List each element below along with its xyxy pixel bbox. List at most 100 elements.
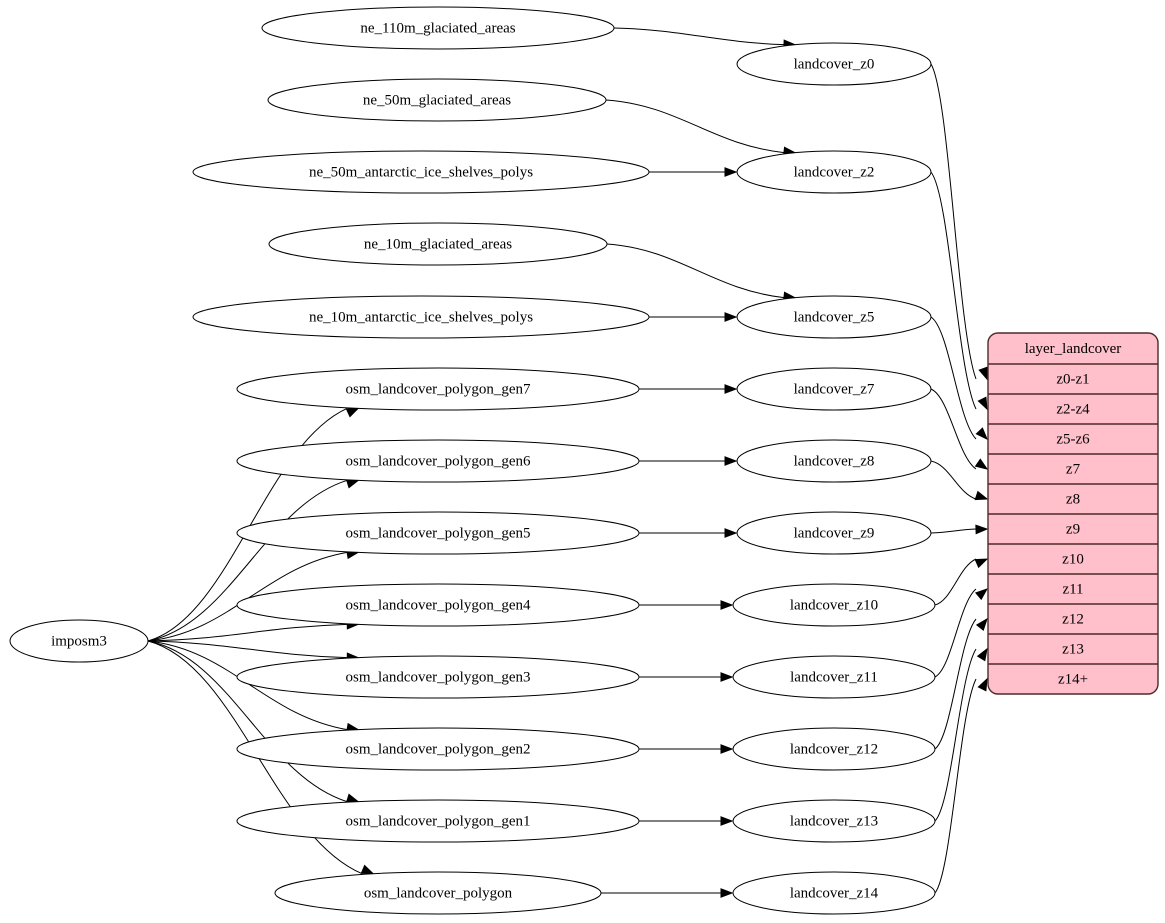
node-landcover_z13[interactable]: landcover_z13 <box>732 799 936 843</box>
edge-arrowhead <box>978 366 988 381</box>
node-landcover_z14[interactable]: landcover_z14 <box>732 871 936 915</box>
table-row-z11[interactable]: z11 <box>1062 581 1083 597</box>
node-label: landcover_z14 <box>790 885 879 901</box>
edge-arrowhead <box>345 407 360 418</box>
table-row-z10[interactable]: z10 <box>1062 551 1084 567</box>
edge-arrowhead <box>975 617 988 632</box>
node-landcover_z12[interactable]: landcover_z12 <box>732 727 936 771</box>
node-label: landcover_z0 <box>794 56 875 72</box>
node-shape <box>732 655 936 699</box>
node-shape <box>236 439 640 483</box>
node-landcover_z2[interactable]: landcover_z2 <box>736 150 932 194</box>
edge-imposm3-to-osm_landcover_polygon_gen6 <box>147 479 348 642</box>
node-label: landcover_z2 <box>794 164 875 180</box>
table-row-z5-z6[interactable]: z5-z6 <box>1056 431 1090 447</box>
node-shape <box>732 727 936 771</box>
table-row-z0-z1[interactable]: z0-z1 <box>1056 371 1089 387</box>
node-label: osm_landcover_polygon <box>364 885 513 901</box>
node-shape <box>732 871 936 915</box>
node-osm_landcover_polygon_gen7[interactable]: osm_landcover_polygon_gen7 <box>236 367 640 411</box>
node-shape <box>274 871 602 915</box>
table-row-z8[interactable]: z8 <box>1066 491 1080 507</box>
node-label: osm_landcover_polygon_gen2 <box>346 741 531 757</box>
nodes-layer: imposm3 ne_110m_glaciated_areas ne_50m_gla… <box>9 6 936 915</box>
node-ne_50m_antarctic_ice_shelves_polys[interactable]: ne_50m_antarctic_ice_shelves_polys <box>192 150 650 194</box>
node-imposm3[interactable]: imposm3 <box>9 619 149 663</box>
node-label: osm_landcover_polygon_gen5 <box>346 525 531 541</box>
table-header-label: layer_landcover <box>1025 341 1122 357</box>
node-osm_landcover_polygon[interactable]: osm_landcover_polygon <box>274 871 602 915</box>
edge-arrowhead <box>720 744 734 754</box>
node-shape <box>236 583 640 627</box>
node-label: landcover_z5 <box>794 309 875 325</box>
node-landcover_z0[interactable]: landcover_z0 <box>736 42 932 86</box>
table-row-z2-z4[interactable]: z2-z4 <box>1056 401 1090 417</box>
edge-landcover_z5-to-z5-z6 <box>930 316 977 440</box>
node-osm_landcover_polygon_gen3[interactable]: osm_landcover_polygon_gen3 <box>236 655 640 699</box>
node-label: landcover_z8 <box>794 453 875 469</box>
table-row-z12[interactable]: z12 <box>1062 611 1084 627</box>
edge-landcover_z0-to-z0-z1 <box>930 63 977 380</box>
node-label: landcover_z11 <box>790 669 878 685</box>
node-label: ne_50m_glaciated_areas <box>363 92 511 108</box>
node-shape <box>736 42 932 86</box>
table-row-z14+[interactable]: z14+ <box>1058 671 1088 687</box>
table-row-z9[interactable]: z9 <box>1066 521 1080 537</box>
node-ne_10m_glaciated_areas[interactable]: ne_10m_glaciated_areas <box>268 222 608 266</box>
node-landcover_z7[interactable]: landcover_z7 <box>736 367 932 411</box>
edge-ne_50m_glaciated_areas-to-landcover_z2 <box>605 99 785 154</box>
node-landcover_z10[interactable]: landcover_z10 <box>732 583 936 627</box>
edges-layer <box>147 27 989 898</box>
edge-arrowhead <box>974 490 989 501</box>
node-shape <box>236 655 640 699</box>
edge-arrowhead <box>720 672 734 682</box>
node-ne_110m_glaciated_areas[interactable]: ne_110m_glaciated_areas <box>261 6 615 50</box>
node-label: osm_landcover_polygon_gen3 <box>346 669 531 685</box>
edge-landcover_z12-to-z12 <box>934 618 977 750</box>
edge-imposm3-to-osm_landcover_polygon_gen3 <box>147 640 348 659</box>
edge-arrowhead <box>975 427 988 441</box>
node-label: osm_landcover_polygon_gen6 <box>346 453 531 469</box>
edge-arrowhead <box>724 456 738 466</box>
node-landcover_z11[interactable]: landcover_z11 <box>732 655 936 699</box>
node-shape <box>736 150 932 194</box>
edge-ne_110m_glaciated_areas-to-landcover_z0 <box>613 27 785 46</box>
edge-landcover_z8-to-z8 <box>930 460 977 500</box>
edge-arrowhead <box>724 167 738 177</box>
node-landcover_z5[interactable]: landcover_z5 <box>736 295 932 339</box>
node-shape <box>268 222 608 266</box>
node-landcover_z9[interactable]: landcover_z9 <box>736 511 932 555</box>
node-shape <box>732 583 936 627</box>
node-osm_landcover_polygon_gen2[interactable]: osm_landcover_polygon_gen2 <box>236 727 640 771</box>
node-osm_landcover_polygon_gen4[interactable]: osm_landcover_polygon_gen4 <box>236 583 640 627</box>
edge-landcover_z13-to-z13 <box>934 648 977 822</box>
edge-ne_10m_glaciated_areas-to-landcover_z5 <box>606 243 785 299</box>
node-ne_50m_glaciated_areas[interactable]: ne_50m_glaciated_areas <box>267 78 607 122</box>
node-shape <box>736 439 932 483</box>
node-osm_landcover_polygon_gen5[interactable]: osm_landcover_polygon_gen5 <box>236 511 640 555</box>
node-label: ne_110m_glaciated_areas <box>360 20 515 36</box>
node-osm_landcover_polygon_gen1[interactable]: osm_landcover_polygon_gen1 <box>236 799 640 843</box>
table-row-z13[interactable]: z13 <box>1062 641 1084 657</box>
node-ne_10m_antarctic_ice_shelves_polys[interactable]: ne_10m_antarctic_ice_shelves_polys <box>192 295 650 339</box>
edge-arrowhead <box>345 479 360 489</box>
node-label: ne_10m_glaciated_areas <box>364 236 512 252</box>
table-row-z7[interactable]: z7 <box>1066 461 1081 477</box>
edge-arrowhead <box>977 677 988 692</box>
edge-arrowhead <box>720 600 734 610</box>
node-shape <box>192 295 650 339</box>
node-shape <box>736 367 932 411</box>
edge-arrowhead <box>360 864 375 875</box>
edge-arrowhead <box>720 888 734 898</box>
node-osm_landcover_polygon_gen6[interactable]: osm_landcover_polygon_gen6 <box>236 439 640 483</box>
node-label: landcover_z10 <box>790 597 878 613</box>
node-shape <box>236 727 640 771</box>
edge-arrowhead <box>975 524 989 535</box>
node-shape <box>192 150 650 194</box>
edge-landcover_z2-to-z2-z4 <box>930 171 977 410</box>
node-shape <box>261 6 615 50</box>
node-landcover_z8[interactable]: landcover_z8 <box>736 439 932 483</box>
edge-landcover_z11-to-z11 <box>934 588 977 678</box>
